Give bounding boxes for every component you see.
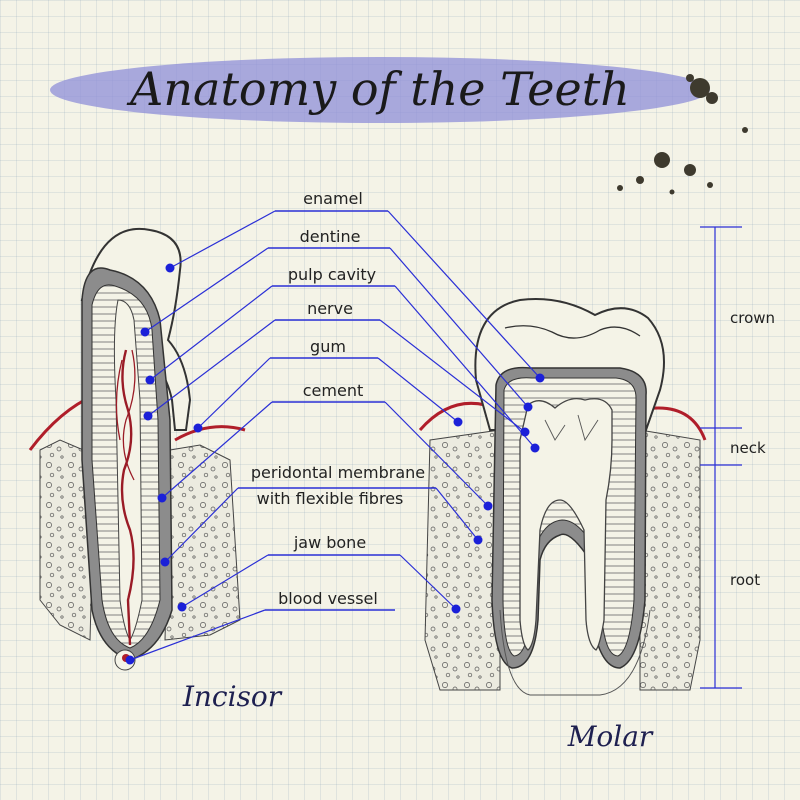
molar-jaw-bone — [424, 429, 501, 691]
molar-pulp-cavity — [519, 397, 613, 651]
label-group: enamel dentine pulp cavity nerve gum — [125, 189, 545, 665]
label-nerve: nerve — [307, 299, 353, 318]
caption-incisor: Incisor — [182, 680, 283, 713]
incisor-jaw-bone — [39, 439, 96, 641]
side-label-neck: neck — [730, 439, 766, 457]
label-cement: cement — [303, 381, 363, 400]
side-label-root: root — [730, 571, 760, 589]
side-label-crown: crown — [730, 309, 775, 327]
title-highlight — [50, 57, 710, 123]
page-title: Anatomy of the Teeth — [126, 62, 630, 116]
incisor-blood-vessel — [120, 349, 135, 646]
molar-zone-bracket — [700, 226, 742, 689]
label-jaw-bone: jaw bone — [293, 533, 366, 552]
label-flexible-fibres: with flexible fibres — [257, 489, 404, 508]
incisor-tooth — [28, 227, 246, 671]
label-enamel: enamel — [303, 189, 363, 208]
label-blood-vessel: blood vessel — [278, 589, 378, 608]
label-gum: gum — [310, 337, 346, 356]
caption-molar: Molar — [567, 720, 654, 753]
label-pulp-cavity: pulp cavity — [288, 265, 376, 284]
molar-tooth — [418, 298, 707, 696]
label-peridontal-membrane: peridontal membrane — [251, 463, 425, 482]
label-dentine: dentine — [300, 227, 361, 246]
ink-splatter — [617, 74, 748, 195]
